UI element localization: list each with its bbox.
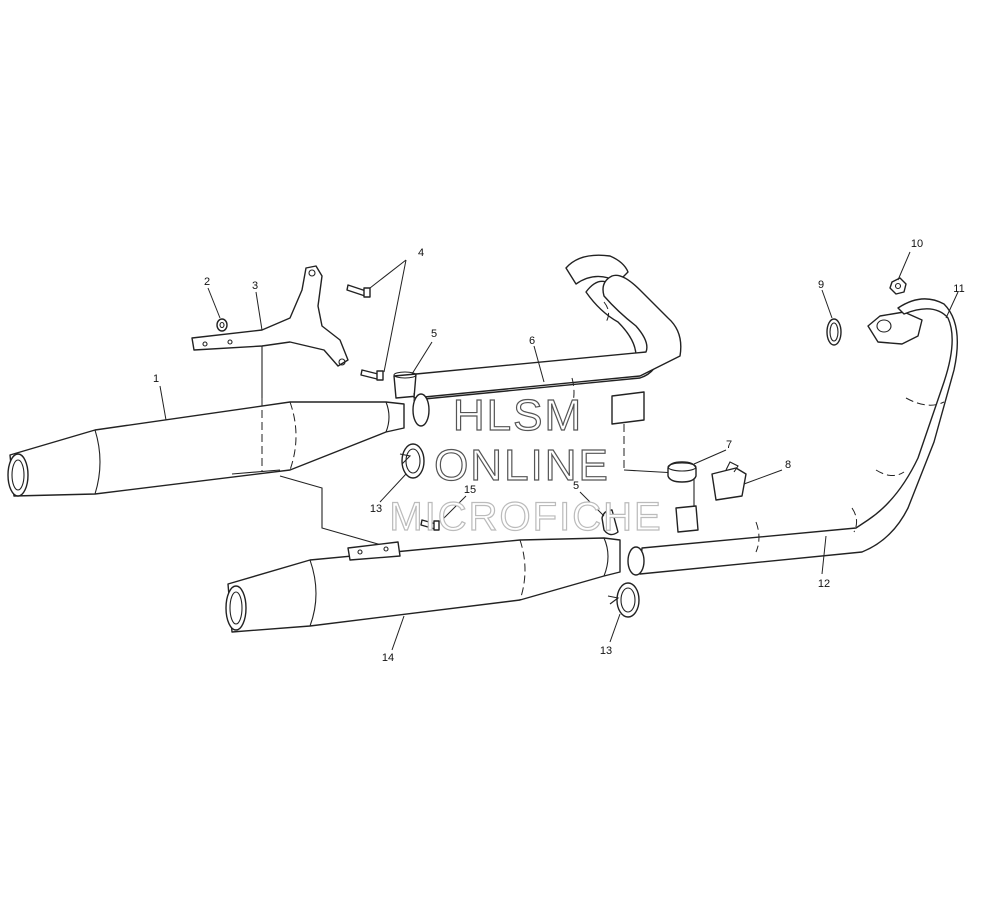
callout-1: 1 (153, 373, 159, 385)
callout-12: 12 (818, 578, 830, 590)
part-9-gasket (826, 318, 842, 346)
callout-7: 7 (726, 439, 732, 451)
callout-10: 10 (911, 238, 923, 250)
watermark: HLSM ONLINE MICROFICHE (389, 390, 662, 539)
part-13-clamp-lower (607, 582, 640, 618)
part-7-gasket-ring (667, 461, 697, 483)
callout-5-upper: 5 (431, 328, 437, 340)
callout-13-lower: 13 (600, 645, 612, 657)
callout-14: 14 (382, 652, 394, 664)
leader-lines (159, 251, 959, 651)
part-15-bolt (420, 519, 440, 531)
part-3-mounting-bracket (191, 265, 349, 398)
part-2-nut (216, 318, 228, 332)
part-10-nut (889, 277, 907, 295)
part-6-upper-headpipe (412, 254, 695, 475)
callout-13-upper: 13 (370, 503, 382, 515)
part-8-clamp (711, 461, 747, 501)
part-4-bolts (346, 284, 384, 381)
part-11-12-lower-headpipe (627, 298, 959, 576)
watermark-line-1: HLSM (453, 391, 583, 440)
callout-4: 4 (418, 247, 424, 259)
callout-15: 15 (464, 484, 476, 496)
callout-6: 6 (529, 335, 535, 347)
watermark-line-2: ONLINE (434, 441, 610, 490)
watermark-line-3: MICROFICHE (389, 495, 662, 539)
callout-5-lower: 5 (573, 480, 579, 492)
part-5-sleeve-lower (601, 509, 619, 536)
part-1-upper-muffler (7, 398, 405, 547)
part-14-lower-muffler (225, 537, 621, 633)
callouts: 1 2 3 4 5 5 6 7 8 9 10 11 12 13 13 14 15 (153, 238, 965, 664)
callout-3: 3 (252, 280, 258, 292)
callout-2: 2 (204, 276, 210, 288)
callout-9: 9 (818, 279, 824, 291)
callout-11: 11 (953, 283, 964, 295)
part-13-clamp-upper (399, 443, 425, 479)
callout-8: 8 (785, 459, 791, 471)
